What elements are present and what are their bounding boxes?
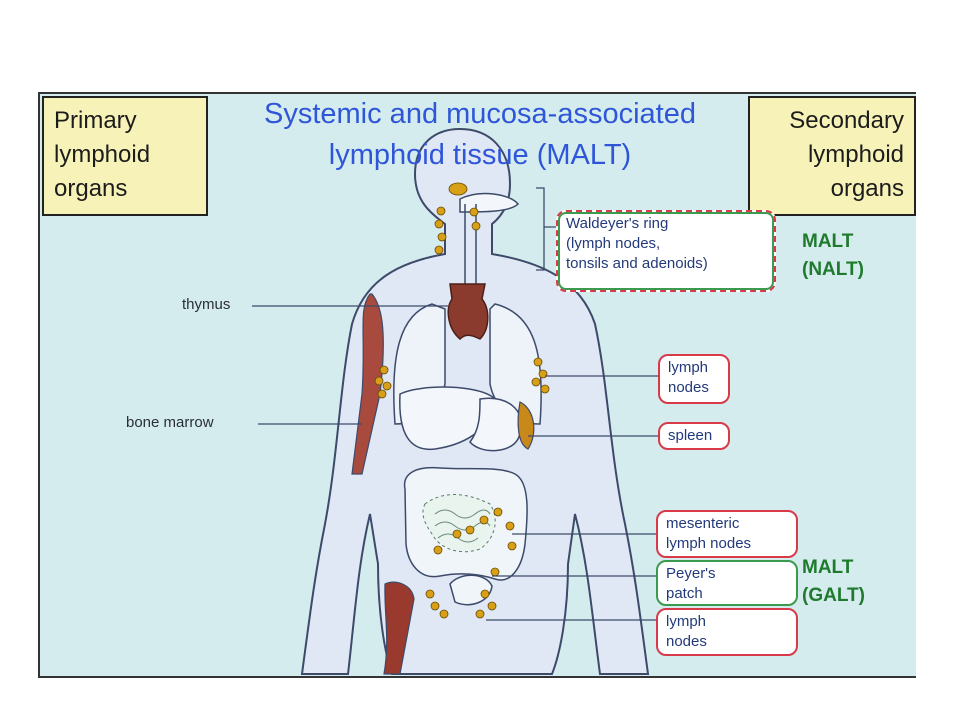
diagram-title: Systemic and mucosa-associated lymphoid … (220, 94, 740, 176)
body-diagram (252, 127, 658, 675)
spleen-organ (517, 401, 535, 450)
waldeyer-line-1: Waldeyer's ring (566, 215, 669, 232)
lymph-nodes-lower-tag: lymph nodes (656, 608, 798, 656)
malt-galt-line-1: MALT (802, 557, 854, 578)
secondary-line-3: organs (830, 175, 904, 202)
bladder (449, 574, 493, 606)
peyers-line-1: Peyer's (666, 565, 716, 582)
secondary-lymphoid-box: Secondary lymphoid organs (748, 96, 916, 216)
stomach (469, 397, 523, 452)
thymus-label: thymus (182, 296, 231, 313)
title-line-1: Systemic and mucosa-associated (264, 98, 696, 130)
lymph-lower-line-1: lymph (666, 613, 707, 630)
arm-bone (351, 293, 384, 475)
primary-line-2: lymphoid (54, 141, 151, 168)
bone-marrow-label: bone marrow (126, 414, 214, 431)
waldeyer-line-3: tonsils and adenoids) (566, 255, 708, 272)
lymph-nodes-upper-tag: lymph nodes (658, 354, 730, 404)
right-lung (489, 303, 542, 425)
waldeyers-ring-tag: Waldeyer's ring (lymph nodes, tonsils an… (556, 210, 776, 292)
mesenteric-lymph-nodes-tag: mesenteric lymph nodes (656, 510, 798, 558)
title-line-2: lymphoid tissue (MALT) (328, 139, 632, 171)
peyers-patch-tag: Peyer's patch (656, 560, 798, 606)
malt-nalt-line-1: MALT (802, 231, 854, 252)
thymus-organ (447, 283, 489, 341)
peyers-line-2: patch (666, 585, 703, 602)
waldeyer-line-2: (lymph nodes, (566, 235, 661, 252)
primary-line-3: organs (54, 175, 128, 202)
lymph-lower-line-2: nodes (666, 633, 707, 650)
spleen-tag: spleen (658, 422, 730, 450)
primary-lymphoid-box: Primary lymphoid organs (42, 96, 208, 216)
mesenteric-line-2: lymph nodes (666, 535, 752, 552)
malt-galt-label: MALT (GALT) (802, 554, 865, 610)
malt-nalt-line-2: (NALT) (802, 259, 864, 280)
lymph-node-chain (374, 182, 550, 619)
malt-nalt-label: MALT (NALT) (802, 228, 864, 284)
secondary-line-2: lymphoid (807, 141, 904, 168)
lymph-upper-line-1: lymph (668, 359, 709, 376)
leader-lines (252, 187, 658, 621)
lymphoid-figure: Primary lymphoid organs Secondary lympho… (38, 92, 916, 678)
femur-bone (383, 581, 415, 675)
lymph-upper-line-2: nodes (668, 379, 709, 396)
pharynx (464, 204, 477, 299)
primary-line-1: Primary (54, 107, 137, 134)
spleen-label: spleen (668, 427, 713, 444)
mesenteric-line-1: mesenteric (666, 515, 740, 532)
small-intestine (422, 494, 496, 553)
malt-galt-line-2: (GALT) (802, 585, 865, 606)
secondary-line-1: Secondary (789, 107, 904, 134)
